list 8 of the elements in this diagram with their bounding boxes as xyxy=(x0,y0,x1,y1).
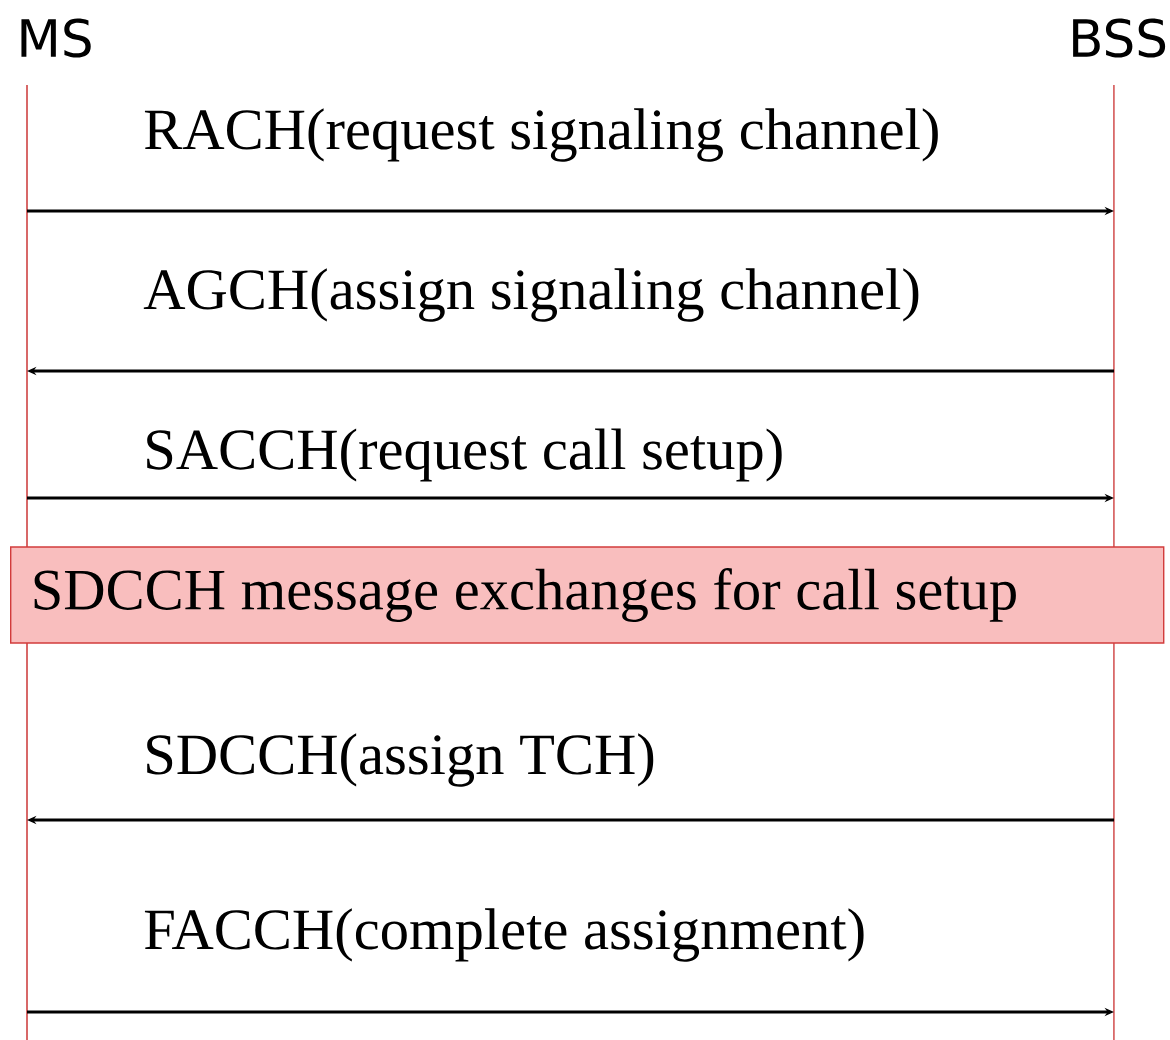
lifeline-label: MS xyxy=(21,18,91,58)
edge-label: SACCH(request call setup) xyxy=(147,428,782,482)
edge-label: FACCH(complete assignment) xyxy=(144,908,864,962)
edge-label: AGCH(assign signaling channel) xyxy=(143,268,919,322)
lifeline-label: BSS xyxy=(1073,18,1166,58)
edge-label: RACH(request signaling channel) xyxy=(144,108,938,162)
process-box: SDCCH message exchanges for call setup xyxy=(10,546,1165,644)
edge-label: SDCCH(assign TCH) xyxy=(147,733,654,787)
